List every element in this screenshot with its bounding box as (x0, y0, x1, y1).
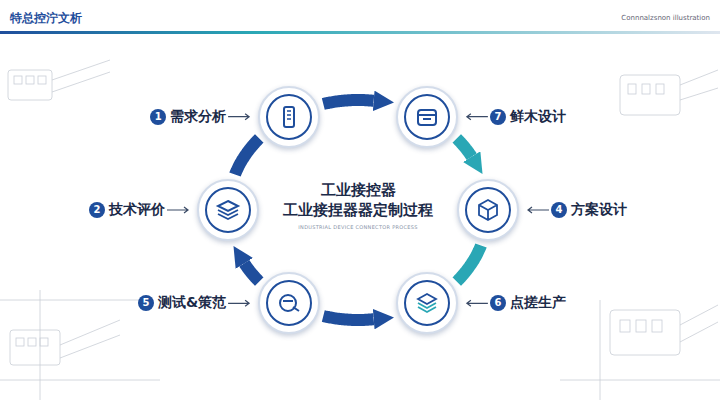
connector-sketch (0, 60, 720, 400)
icon-ring (205, 187, 251, 233)
step-label: 7鲜木设计 (490, 108, 566, 126)
step-number: 7 (490, 109, 506, 125)
step-number: 6 (490, 295, 506, 311)
step-label: 5测试&策范 (138, 294, 226, 312)
leader-arrow (467, 114, 488, 120)
leader-arrow (228, 300, 249, 306)
process-circle: 4方案设计 (457, 179, 519, 241)
center-heading: 工业接控器 (258, 180, 458, 200)
step-name: 技术评价 (109, 201, 165, 219)
process-circle: 5测试&策范 (258, 272, 320, 334)
step-icon (475, 197, 501, 223)
process-circle: 1需求分析 (258, 86, 320, 148)
cycle-arrow (323, 316, 373, 320)
step-name: 测试&策范 (158, 294, 226, 312)
step-number: 5 (138, 295, 154, 311)
cycle-arrow (244, 263, 259, 281)
step-label: 6点搓生产 (490, 294, 566, 312)
header-note: Connnalzsnon illustration (621, 14, 710, 22)
step-label: 2技术评价 (89, 201, 165, 219)
step-number: 4 (551, 202, 567, 218)
cycle-arrow (457, 246, 481, 282)
step-icon (215, 197, 241, 223)
step-name: 方案设计 (571, 201, 627, 219)
process-circle: 7鲜木设计 (396, 86, 458, 148)
process-circle: 6点搓生产 (396, 272, 458, 334)
cycle-arrow (457, 138, 472, 156)
icon-ring (404, 280, 450, 326)
center-title: 工业接控器工业接捏器器定制过程 INDUSTRIAL DEVICE CONNECT… (258, 180, 458, 230)
icon-ring (404, 94, 450, 140)
step-number: 1 (150, 109, 166, 125)
step-label: 4方案设计 (551, 201, 627, 219)
step-name: 需求分析 (170, 108, 226, 126)
step-number: 2 (89, 202, 105, 218)
cycle-arrow (235, 138, 259, 174)
leader-arrow (228, 114, 249, 120)
icon-ring (266, 280, 312, 326)
center-heading: 工业接捏器器定制过程 (258, 200, 458, 220)
step-name: 鲜木设计 (510, 108, 566, 126)
page-title: 特总控泞文析 (10, 10, 82, 27)
process-circle: 2技术评价 (197, 179, 259, 241)
step-icon (414, 104, 440, 130)
header-rule (0, 31, 720, 34)
step-icon (414, 290, 440, 316)
step-name: 点搓生产 (510, 294, 566, 312)
subtitle: INDUSTRIAL DEVICE CONNECTOR PROCESS (258, 224, 458, 230)
step-icon (276, 104, 302, 130)
leader-arrow (467, 300, 488, 306)
leader-arrow (167, 207, 188, 213)
step-icon (276, 290, 302, 316)
step-label: 1需求分析 (150, 108, 226, 126)
leader-arrow (528, 207, 549, 213)
icon-ring (465, 187, 511, 233)
cycle-arrow (323, 100, 373, 104)
icon-ring (266, 94, 312, 140)
